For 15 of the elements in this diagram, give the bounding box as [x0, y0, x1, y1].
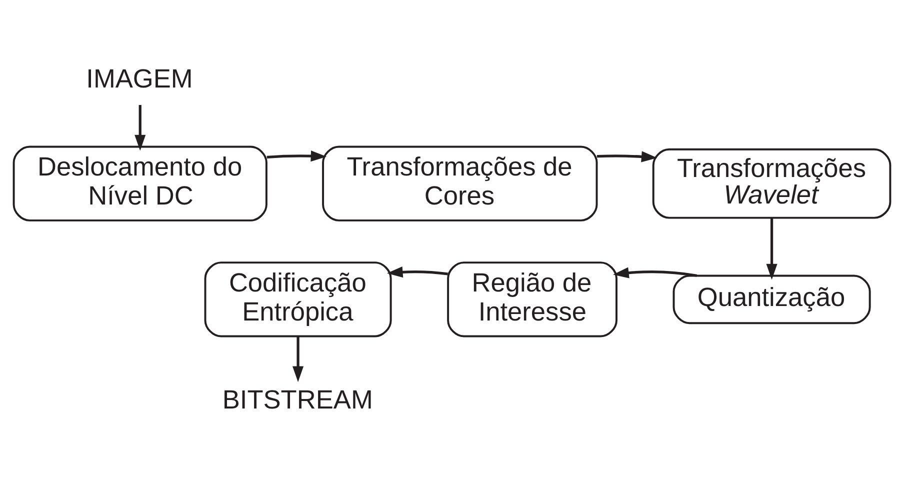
arrow [596, 150, 658, 162]
node-box: Transformações Wavelet [652, 148, 892, 218]
node-box: Codificação Entrópica [204, 261, 392, 337]
arrow [766, 218, 778, 280]
node-box: Região de Interesse [447, 261, 618, 337]
node-box: Quantização [672, 274, 871, 324]
node-text: IMAGEM [86, 63, 193, 94]
arrow [386, 266, 448, 278]
arrow [266, 150, 327, 162]
arrow [292, 336, 304, 382]
node-box: Deslocamento do Nível DC [12, 145, 268, 221]
arrow [134, 104, 146, 150]
arrow [612, 266, 697, 278]
node-box: Transformações de Cores [322, 145, 598, 221]
node-text: BITSTREAM [222, 384, 373, 414]
